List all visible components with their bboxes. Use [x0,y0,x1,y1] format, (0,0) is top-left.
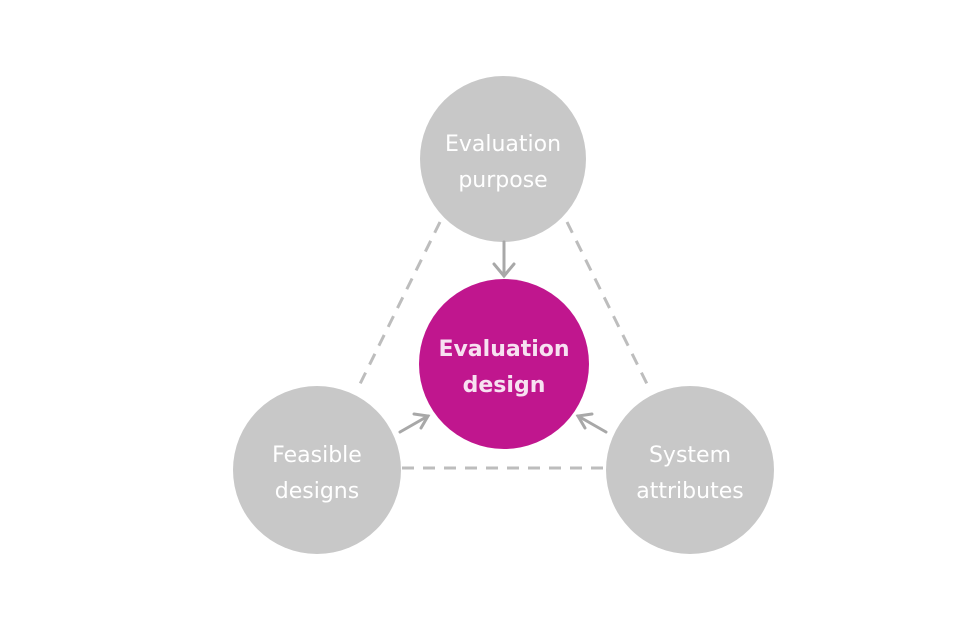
node-label: design [463,373,546,398]
node-evaluation-design: Evaluation design [419,279,589,449]
arrow-left-up-icon [575,412,608,434]
node-feasible-designs: Feasible designs [233,386,401,554]
node-system-attributes: System attributes [606,386,774,554]
node-label: attributes [636,479,743,504]
dashed-edge-top-right [565,221,652,391]
node-label: Evaluation [445,132,561,157]
dashed-edge-top-left [355,221,442,391]
arrows [398,240,608,434]
dashed-triangle [355,221,652,470]
node-label: Evaluation [438,337,569,362]
arrow-right-up-icon [398,412,431,434]
arrow-down-icon [492,240,516,279]
node-label: Feasible [272,443,362,468]
node-label: System [649,443,731,468]
node-label: purpose [458,168,547,193]
node-evaluation-purpose: Evaluation purpose [420,76,586,242]
node-label: designs [275,479,359,504]
